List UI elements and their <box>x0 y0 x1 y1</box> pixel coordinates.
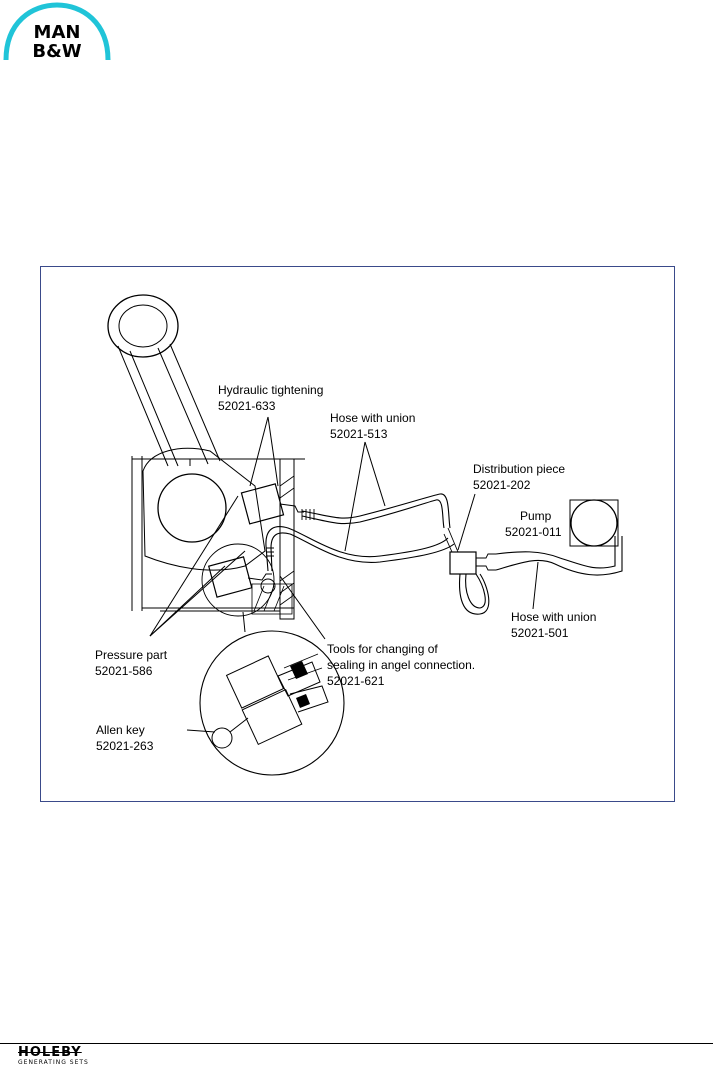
label-hose-with-union-501: Hose with union <box>511 610 597 624</box>
code-hydraulic-tightening: 52021-633 <box>218 399 276 413</box>
label-pressure-part: Pressure part <box>95 648 168 662</box>
label-hydraulic-tightening: Hydraulic tightening <box>218 383 324 397</box>
logo-text-line1: MAN <box>34 22 81 43</box>
footer-brand-name: HOLEBY <box>18 1045 82 1060</box>
label-hose-with-union-513: Hose with union <box>330 411 416 425</box>
code-tools: 52021-621 <box>327 674 385 688</box>
hydraulic-tool-drawing <box>107 294 623 776</box>
label-tools-line2: sealing in angel connection. <box>327 658 476 672</box>
code-pump: 52021-011 <box>505 525 562 539</box>
man-bw-logo: MAN B&W <box>3 2 111 62</box>
logo-text-line2: B&W <box>32 41 81 62</box>
holeby-logo: HOLEBY GENERATING SETS <box>18 1045 108 1067</box>
code-hose-with-union-501: 52021-501 <box>511 626 569 640</box>
footer-rule <box>0 1043 713 1044</box>
code-distribution-piece: 52021-202 <box>473 478 531 492</box>
code-pressure-part: 52021-586 <box>95 664 153 678</box>
figure-frame <box>40 266 675 802</box>
label-pump: Pump <box>520 509 552 523</box>
code-allen-key: 52021-263 <box>96 739 154 753</box>
code-hose-with-union-513: 52021-513 <box>330 427 388 441</box>
footer-brand-sub: GENERATING SETS <box>18 1059 89 1066</box>
label-distribution-piece: Distribution piece <box>473 462 566 476</box>
label-tools-line1: Tools for changing of <box>327 642 438 656</box>
label-allen-key: Allen key <box>96 723 145 737</box>
